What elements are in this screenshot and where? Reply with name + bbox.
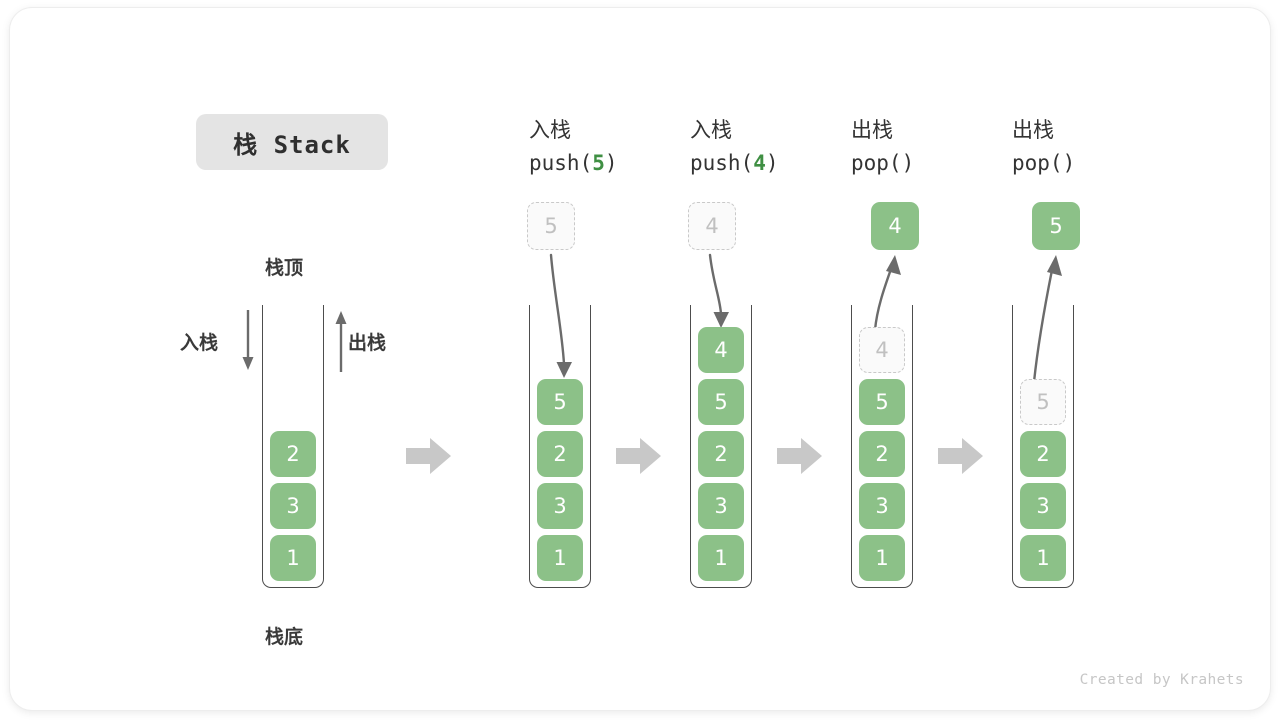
code-suffix: ) [1062,150,1076,175]
stack-slot: 2 [859,431,905,477]
stack-slot: 5 [859,379,905,425]
stack-slot: 1 [859,535,905,581]
code-suffix: ) [604,150,618,175]
push-side-label: 入栈 [180,332,219,354]
step-separator-arrow-icon [777,438,822,474]
pop-side-label: 出栈 [348,332,387,354]
stack-title-badge: 栈 Stack [196,114,388,170]
operation-name: 出栈 [851,118,893,142]
operation-code: pop() [851,147,914,180]
code-prefix: pop( [1012,150,1063,175]
stack-slot: 2 [698,431,744,477]
push-direction-arrow-icon [242,310,254,370]
stack-slot: 2 [537,431,583,477]
incoming-element-ghost: 4 [688,202,736,250]
stack-slot: 3 [537,483,583,529]
code-prefix: pop( [851,150,902,175]
vacated-slot-ghost: 4 [859,327,905,373]
code-prefix: push( [690,150,754,175]
operation-name: 出栈 [1012,118,1054,142]
pop-flow-arrow-icon [1032,255,1062,384]
operation-code: push(4) [690,147,779,180]
stack-slot: 2 [270,431,316,477]
stack-slot: 3 [698,483,744,529]
stack-title-label: 栈 Stack [233,130,351,159]
credit-text: Created by Krahets [1079,672,1244,688]
stack-slot: 1 [1020,535,1066,581]
stack-top-label: 栈顶 [265,257,304,279]
step-separator-arrow-icon [938,438,983,474]
code-suffix: ) [901,150,915,175]
popped-element: 5 [1032,202,1080,250]
code-argument: 5 [592,150,605,175]
stack-container: 5 2 3 1 [1012,305,1074,588]
stack-container: 4 5 2 3 1 [851,305,913,588]
stack-slot: 1 [537,535,583,581]
pop-flow-arrow-icon [873,255,901,332]
stack-slot: 1 [698,535,744,581]
step-separator-arrow-icon [616,438,661,474]
stack-slot: 3 [270,483,316,529]
stack-slot: 5 [698,379,744,425]
stack-slot: 2 [1020,431,1066,477]
push-flow-arrow-icon [708,253,729,328]
operation-code: push(5) [529,147,618,180]
operation-header-pop-5: 出栈 pop() [1012,114,1075,179]
operation-header-pop-4: 出栈 pop() [851,114,914,179]
pop-direction-arrow-icon [335,311,347,372]
popped-element: 4 [871,202,919,250]
operation-name: 入栈 [690,118,732,142]
stack-container: 4 5 2 3 1 [690,305,752,588]
push-flow-arrow-icon [549,253,572,378]
stack-slot: 3 [1020,483,1066,529]
operation-name: 入栈 [529,118,571,142]
stack-bottom-label: 栈底 [265,626,304,648]
vacated-slot-ghost: 5 [1020,379,1066,425]
stack-container: 2 3 1 [262,305,324,588]
operation-header-push-4: 入栈 push(4) [690,114,779,179]
step-separator-arrow-icon [406,438,451,474]
operation-code: pop() [1012,147,1075,180]
incoming-element-ghost: 5 [527,202,575,250]
stack-slot: 3 [859,483,905,529]
figure-card: 栈 Stack 栈顶 栈底 入栈 出栈 2 3 1 入栈 push(5) 5 5… [10,8,1270,710]
stack-container: 5 2 3 1 [529,305,591,588]
code-argument: 4 [753,150,766,175]
stack-slot: 4 [698,327,744,373]
code-suffix: ) [765,150,779,175]
stack-slot: 5 [537,379,583,425]
stack-slot: 1 [270,535,316,581]
code-prefix: push( [529,150,593,175]
operation-header-push-5: 入栈 push(5) [529,114,618,179]
